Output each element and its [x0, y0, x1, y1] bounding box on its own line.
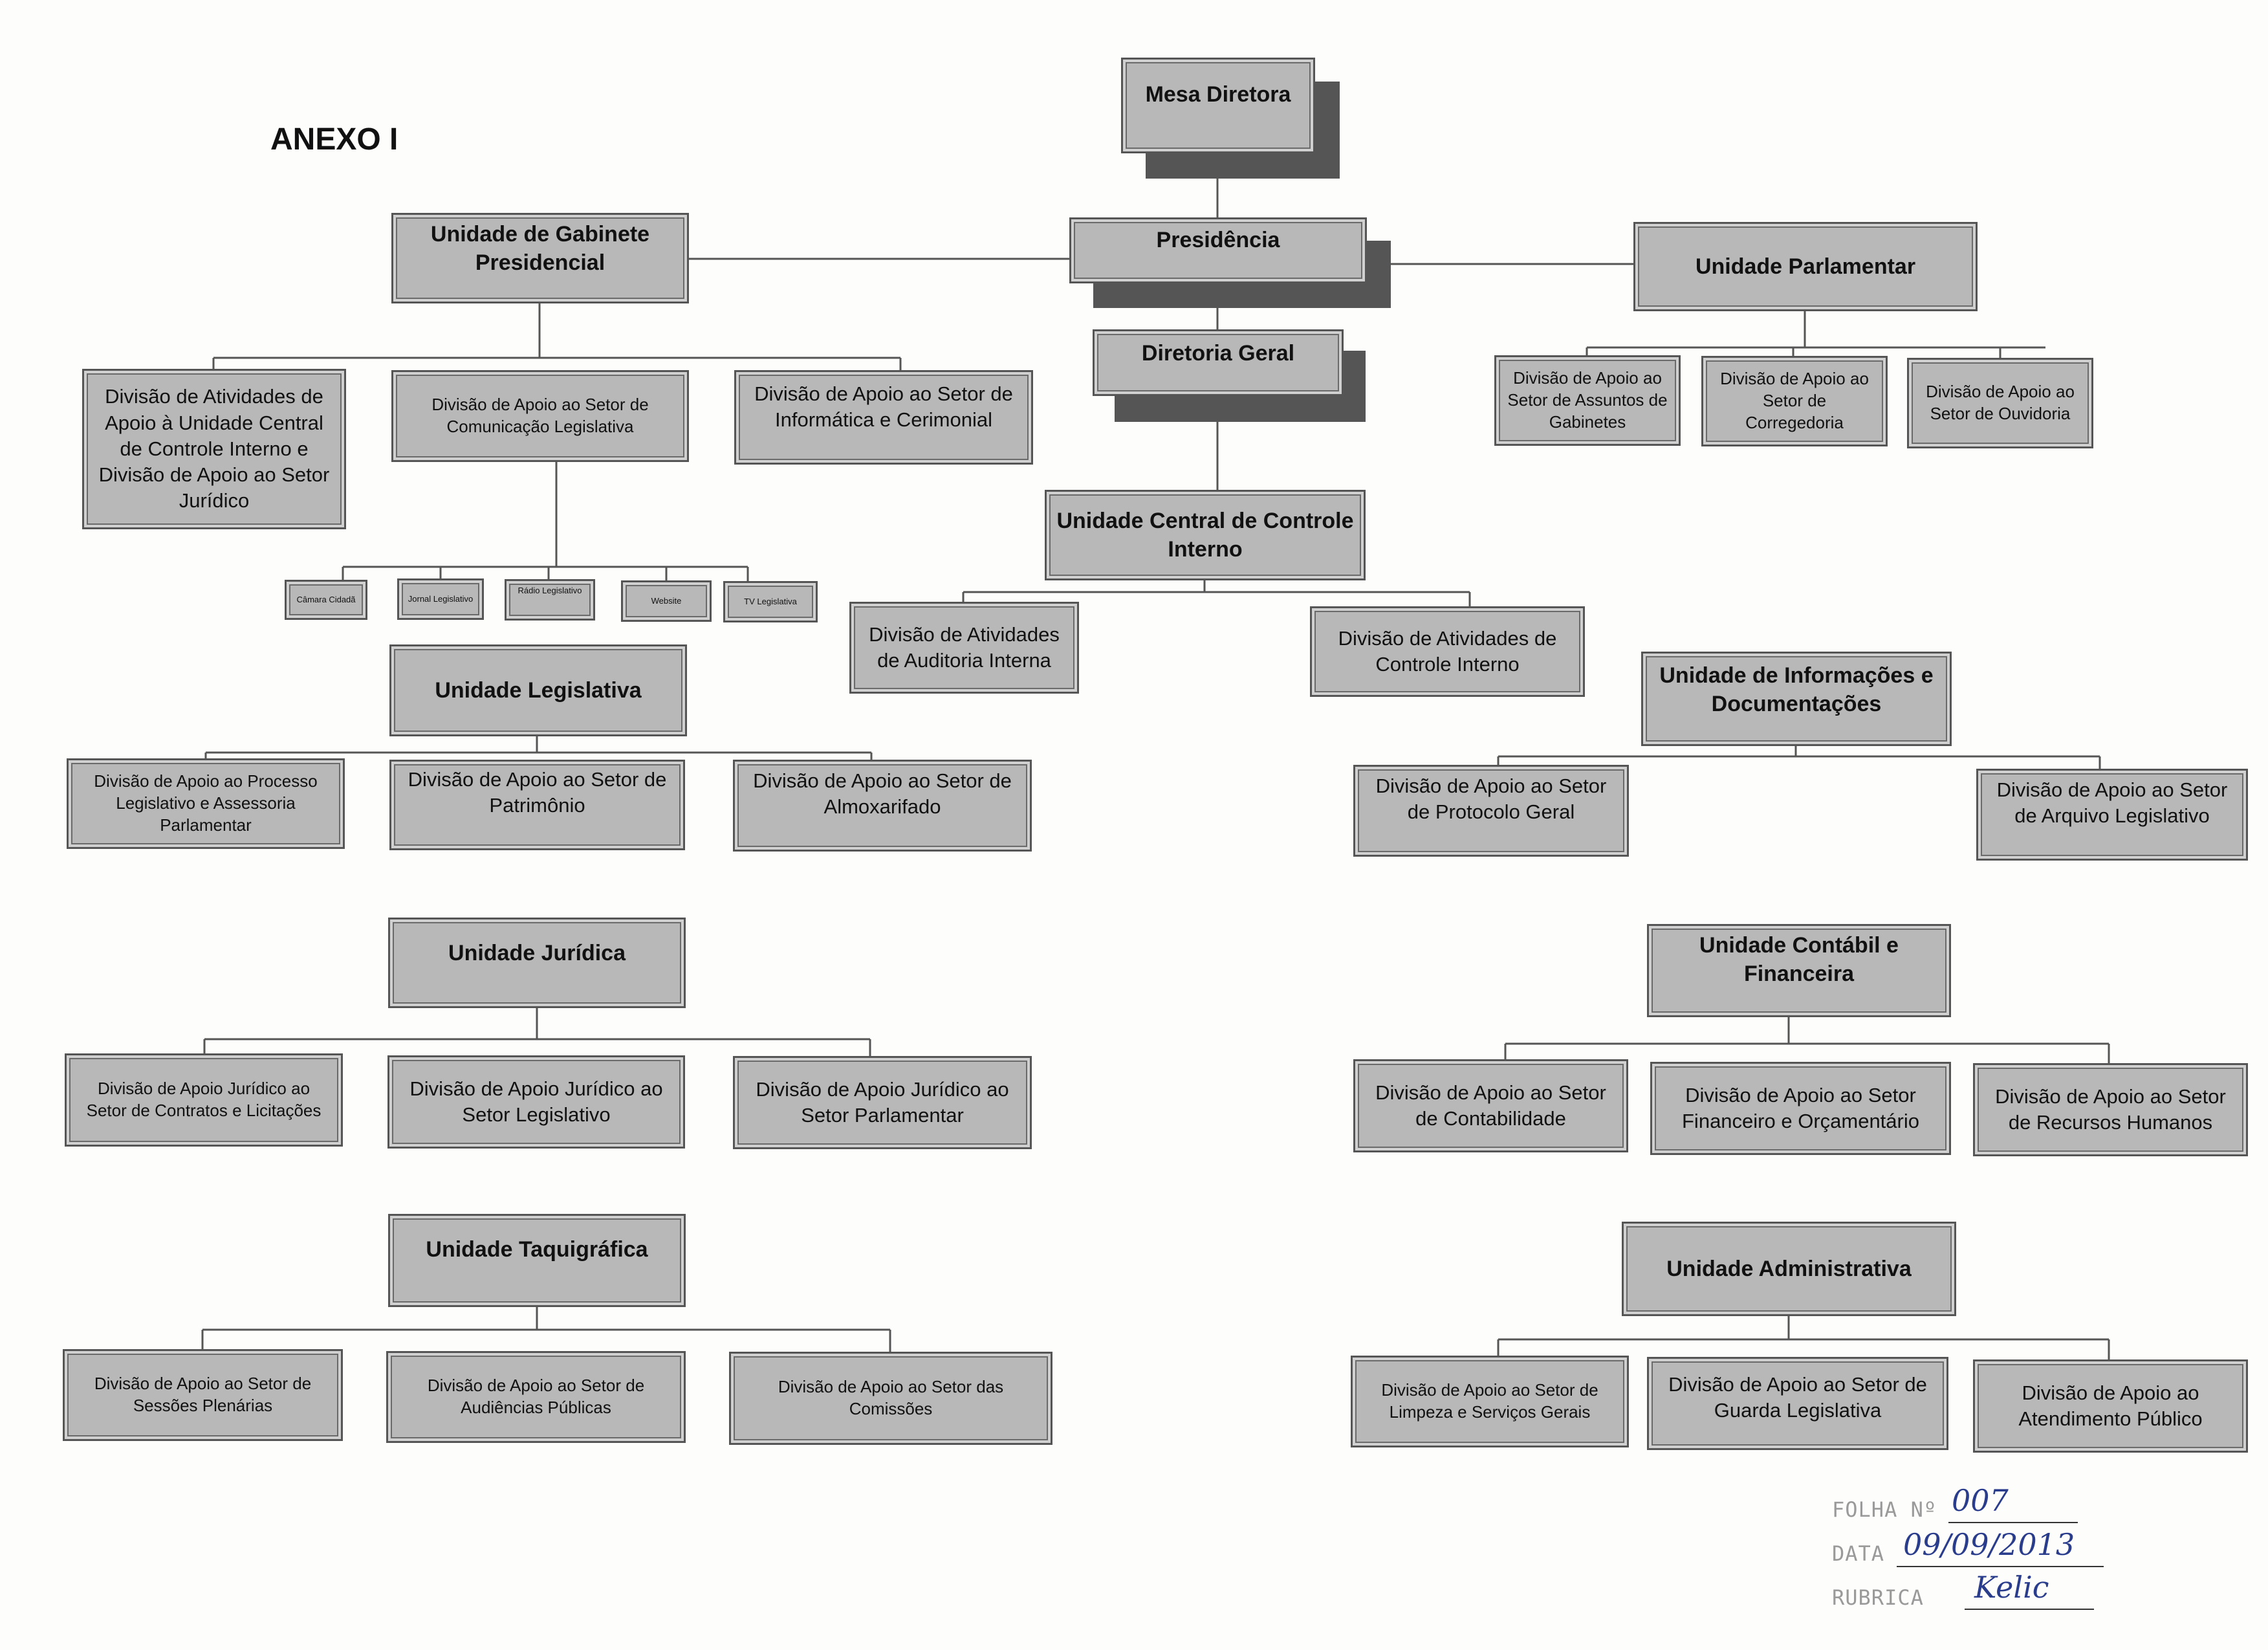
folha-stamp: FOLHA Nº 007 DATA 09/09/2013 RUBRICA Kel…: [1832, 1483, 2130, 1618]
box-unidade-legislativa: Unidade Legislativa: [389, 644, 687, 736]
data-value: 09/09/2013: [1903, 1527, 2075, 1562]
box-div-juridico-legislativo: Divisão de Apoio Jurídico ao Setor Legis…: [387, 1055, 685, 1149]
box-unidade-parlamentar: Unidade Parlamentar: [1633, 222, 1978, 311]
box-div-comunicacao: Divisão de Apoio ao Setor de Comunicação…: [391, 370, 689, 462]
box-label: Divisão de Apoio Jurídico ao Setor Legis…: [409, 1077, 663, 1126]
box-div-atendimento: Divisão de Apoio ao Atendimento Público: [1973, 1359, 2248, 1453]
box-label: Rádio Legislativo: [518, 586, 582, 595]
box-unidade-taquigrafica: Unidade Taquigráfica: [388, 1214, 686, 1307]
box-label: Divisão de Apoio ao Setor de Arquivo Leg…: [1996, 778, 2228, 828]
box-label: Unidade Jurídica: [448, 941, 626, 965]
box-div-limpeza: Divisão de Apoio ao Setor de Limpeza e S…: [1351, 1356, 1629, 1447]
box-label: Divisão de Apoio ao Setor de Protocolo G…: [1375, 775, 1607, 824]
box-div-audiencias: Divisão de Apoio ao Setor de Audiências …: [386, 1351, 686, 1443]
box-label: Divisão de Atividades de Apoio à Unidade…: [98, 385, 330, 512]
box-label: Divisão de Apoio Jurídico ao Setor de Co…: [86, 1079, 322, 1120]
box-div-juridico-parlamentar: Divisão de Apoio Jurídico ao Setor Parla…: [733, 1056, 1032, 1149]
box-label: Unidade de Gabinete Presidencial: [430, 222, 650, 276]
box-div-contabilidade: Divisão de Apoio ao Setor de Contabilida…: [1353, 1059, 1628, 1152]
box-div-processo-legislativo: Divisão de Apoio ao Processo Legislativo…: [67, 758, 345, 849]
box-unidade-contabil: Unidade Contábil e Financeira: [1647, 924, 1951, 1017]
box-label: Unidade Taquigráfica: [426, 1237, 648, 1262]
box-label: Divisão de Apoio ao Setor de Patrimônio: [408, 768, 667, 817]
box-label: Divisão de Apoio ao Setor de Assuntos de…: [1507, 368, 1668, 432]
box-label: Divisão de Apoio ao Setor de Audiências …: [427, 1376, 645, 1417]
folha-number: 007: [1952, 1483, 2009, 1518]
box-camara-cidada: Câmara Cidadã: [285, 580, 367, 620]
page-title: ANEXO I: [270, 122, 398, 157]
box-div-assuntos-gabinetes: Divisão de Apoio ao Setor de Assuntos de…: [1494, 355, 1681, 446]
box-mesa-diretora: Mesa Diretora: [1121, 58, 1315, 153]
box-unidade-gabinete: Unidade de Gabinete Presidencial: [391, 213, 689, 303]
box-label: Divisão de Apoio ao Setor de Corregedori…: [1720, 369, 1869, 432]
box-unidade-central-controle: Unidade Central de Controle Interno: [1045, 490, 1366, 580]
box-label: Divisão de Atividades de Controle Intern…: [1338, 626, 1557, 676]
box-div-contratos: Divisão de Apoio Jurídico ao Setor de Co…: [65, 1053, 343, 1147]
box-label: Divisão de Apoio ao Atendimento Público: [2018, 1381, 2203, 1430]
box-div-controle-interno: Divisão de Atividades de Controle Intern…: [1310, 606, 1585, 697]
box-div-corregedoria: Divisão de Apoio ao Setor de Corregedori…: [1701, 356, 1888, 446]
box-radio-legislativo: Rádio Legislativo: [505, 579, 595, 621]
box-label: Divisão de Apoio ao Setor de Ouvidoria: [1926, 382, 2075, 423]
box-tv-legislativa: TV Legislativa: [723, 581, 818, 622]
box-label: Diretoria Geral: [1141, 341, 1295, 366]
box-label: Divisão de Apoio ao Setor de Sessões Ple…: [94, 1374, 312, 1415]
box-label: Jornal Legislativo: [408, 593, 474, 604]
folha-rule: [1948, 1522, 2078, 1523]
box-label: Câmara Cidadã: [296, 594, 356, 604]
box-label: Divisão de Apoio ao Setor de Comunicação…: [431, 395, 649, 436]
data-label: DATA: [1832, 1541, 1885, 1566]
box-label: Divisão de Apoio ao Setor das Comissões: [778, 1377, 1004, 1418]
box-label: Divisão de Apoio Jurídico ao Setor Parla…: [756, 1077, 1009, 1127]
box-div-protocolo: Divisão de Apoio ao Setor de Protocolo G…: [1353, 765, 1629, 857]
box-div-sessoes: Divisão de Apoio ao Setor de Sessões Ple…: [63, 1349, 343, 1441]
box-presidencia: Presidência: [1069, 217, 1367, 283]
folha-label: FOLHA Nº: [1832, 1497, 1937, 1522]
box-label: Website: [651, 595, 682, 606]
box-jornal-legislativo: Jornal Legislativo: [397, 578, 484, 620]
box-diretoria-geral: Diretoria Geral: [1093, 329, 1344, 396]
box-website: Website: [621, 580, 712, 622]
rubrica-signature: Kelic: [1974, 1570, 2049, 1605]
box-div-almoxarifado: Divisão de Apoio ao Setor de Almoxarifad…: [733, 760, 1032, 852]
box-div-auditoria: Divisão de Atividades de Auditoria Inter…: [849, 602, 1079, 694]
box-label: Divisão de Apoio ao Setor de Guarda Legi…: [1668, 1373, 1927, 1422]
box-div-financeiro: Divisão de Apoio ao Setor Financeiro e O…: [1650, 1062, 1951, 1155]
box-label: Divisão de Apoio ao Processo Legislativo…: [94, 771, 318, 835]
box-label: Divisão de Apoio ao Setor de Contabilida…: [1375, 1081, 1606, 1130]
box-label: Divisão de Apoio ao Setor de Informática…: [754, 382, 1013, 432]
box-unidade-administrativa: Unidade Administrativa: [1622, 1222, 1956, 1316]
box-label: Divisão de Apoio ao Setor de Recursos Hu…: [1995, 1084, 2226, 1134]
box-label: Unidade Contábil e Financeira: [1699, 933, 1899, 987]
box-label: Unidade Legislativa: [435, 677, 642, 703]
box-label: Unidade Central de Controle Interno: [1056, 508, 1354, 562]
box-unidade-informacoes: Unidade de Informações e Documentações: [1641, 652, 1952, 746]
rubrica-label: RUBRICA: [1832, 1585, 1924, 1610]
box-div-arquivo: Divisão de Apoio ao Setor de Arquivo Leg…: [1976, 769, 2248, 861]
box-unidade-juridica: Unidade Jurídica: [388, 918, 686, 1008]
box-div-recursos-humanos: Divisão de Apoio ao Setor de Recursos Hu…: [1973, 1063, 2248, 1156]
box-label: Divisão de Atividades de Auditoria Inter…: [869, 622, 1060, 672]
box-label: Divisão de Apoio ao Setor de Almoxarifad…: [753, 769, 1012, 819]
box-label: Unidade de Informações e Documentações: [1659, 663, 1934, 717]
box-div-atividades-unidade-central: Divisão de Atividades de Apoio à Unidade…: [82, 369, 346, 529]
box-div-patrimonio: Divisão de Apoio ao Setor de Patrimônio: [389, 760, 685, 850]
box-label: Divisão de Apoio ao Setor de Limpeza e S…: [1381, 1380, 1598, 1422]
rubrica-rule: [1965, 1609, 2094, 1610]
box-label: Divisão de Apoio ao Setor Financeiro e O…: [1682, 1083, 1919, 1132]
data-rule: [1897, 1566, 2104, 1567]
box-label: Presidência: [1156, 228, 1280, 252]
box-div-ouvidoria: Divisão de Apoio ao Setor de Ouvidoria: [1907, 358, 2093, 448]
box-div-comissoes: Divisão de Apoio ao Setor das Comissões: [729, 1352, 1052, 1445]
box-label: Unidade Parlamentar: [1695, 254, 1916, 279]
box-div-guarda: Divisão de Apoio ao Setor de Guarda Legi…: [1647, 1357, 1948, 1450]
box-label: TV Legislativa: [744, 596, 797, 606]
box-label: Unidade Administrativa: [1666, 1256, 1912, 1281]
box-label: Mesa Diretora: [1145, 82, 1291, 107]
box-div-informatica: Divisão de Apoio ao Setor de Informática…: [734, 370, 1033, 465]
